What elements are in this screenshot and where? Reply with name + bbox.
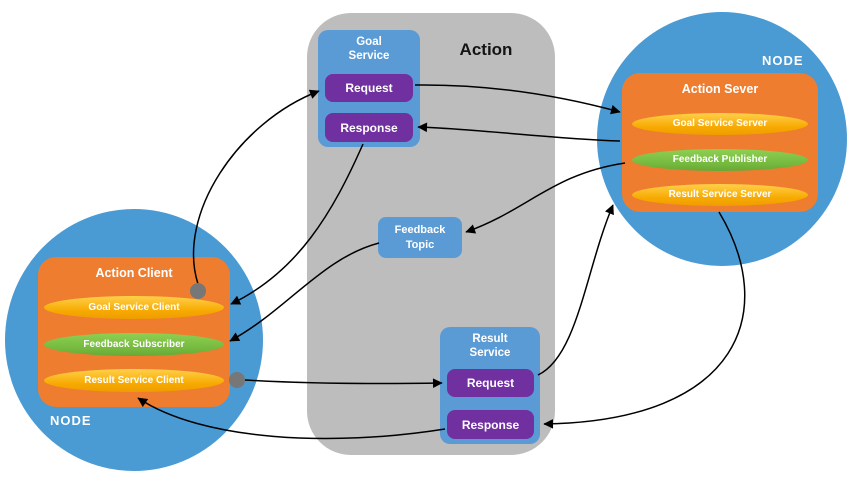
feedback-topic-box: Feedback Topic (378, 217, 462, 258)
result-request-box: Request (447, 369, 534, 397)
server-node-label: NODE (762, 53, 804, 68)
pill-goal-service-client: Goal Service Client (44, 296, 224, 319)
pill-goal-service-server: Goal Service Server (632, 113, 808, 135)
action-panel-title: Action (459, 40, 513, 59)
pill-result-service-server: Result Service Server (632, 184, 808, 206)
pill-feedback-publisher: Feedback Publisher (632, 149, 808, 171)
pill-result-service-client: Result Service Client (44, 369, 224, 392)
goal-request-box: Request (325, 74, 413, 102)
result-response-box: Response (447, 410, 534, 439)
action-server-title: Action Sever (681, 82, 759, 96)
goal-service-title: Goal Service (348, 36, 390, 63)
result-service-title: Result Service (469, 333, 511, 360)
pill-feedback-subscriber: Feedback Subscriber (44, 333, 224, 356)
goal-response-box: Response (325, 113, 413, 142)
action-client-title: Action Client (95, 266, 173, 280)
client-node-label: NODE (50, 413, 92, 428)
